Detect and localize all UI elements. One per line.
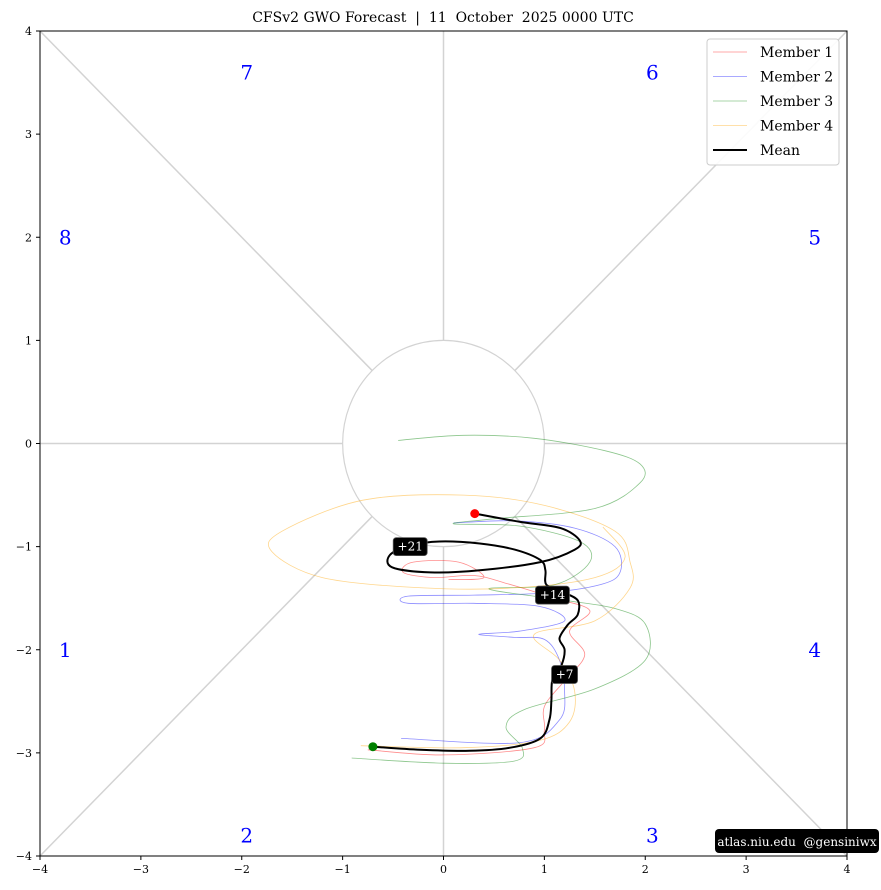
y-tick-label: 3 (25, 128, 32, 141)
y-tick-label: −3 (16, 747, 32, 760)
legend: Member 1 Member 2 Member 3 Member 4 Mean (706, 38, 840, 166)
x-tick-label: −2 (234, 863, 250, 876)
phase-divider-line (514, 515, 848, 857)
watermark-text: atlas.niu.edu @gensiniwx (717, 835, 877, 849)
legend-label: Member 4 (760, 119, 833, 135)
day-label: +7 (551, 665, 578, 684)
series-line-member-4 (267, 494, 634, 749)
x-tick-label: 3 (743, 863, 750, 876)
unit-circle (342, 339, 545, 548)
y-tick-label: −4 (16, 850, 32, 863)
x-tick-label: 4 (844, 863, 851, 876)
x-tick-label: −4 (32, 863, 48, 876)
x-tick-label: 0 (440, 863, 447, 876)
phase-label-6: 6 (646, 60, 659, 84)
y-tick-label: −2 (16, 644, 32, 657)
chart-title: CFSv2 GWO Forecast | 11 October 2025 000… (252, 10, 634, 26)
legend-label: Mean (760, 143, 800, 159)
day-label: +14 (535, 585, 570, 605)
day-label: +21 (392, 537, 428, 557)
phase-divider-line (39, 515, 373, 857)
legend-label: Member 2 (760, 70, 833, 86)
phase-label-7: 7 (240, 60, 253, 84)
day-label-text: +7 (556, 668, 574, 682)
plot-frame (39, 30, 848, 857)
end-marker (470, 509, 480, 519)
start-marker (368, 742, 378, 752)
phase-divider-line (39, 30, 373, 372)
x-tick-label: 1 (541, 863, 548, 876)
x-tick-label: −3 (133, 863, 149, 876)
y-tick-label: 2 (25, 231, 32, 244)
x-tick-label: −1 (335, 863, 351, 876)
series-line-member-1 (367, 560, 591, 756)
phase-label-1: 1 (59, 638, 72, 662)
watermark: atlas.niu.edu @gensiniwx (715, 829, 879, 853)
series-line-member-2 (399, 520, 622, 744)
phase-label-5: 5 (808, 225, 821, 249)
y-tick-label: −1 (16, 541, 32, 554)
x-tick-label: 2 (642, 863, 649, 876)
series-line-member-3 (351, 434, 651, 764)
legend-label: Member 1 (760, 45, 833, 61)
phase-label-3: 3 (646, 823, 659, 847)
phase-label-2: 2 (240, 823, 253, 847)
phase-label-4: 4 (808, 638, 821, 662)
series-line-mean (372, 512, 582, 752)
phase-label-8: 8 (59, 225, 72, 249)
y-tick-label: 4 (25, 25, 32, 38)
y-tick-label: 1 (25, 334, 32, 347)
day-label-text: +21 (398, 540, 423, 554)
legend-label: Member 3 (760, 94, 833, 110)
day-label-text: +14 (540, 588, 566, 602)
y-tick-label: 0 (25, 438, 32, 451)
